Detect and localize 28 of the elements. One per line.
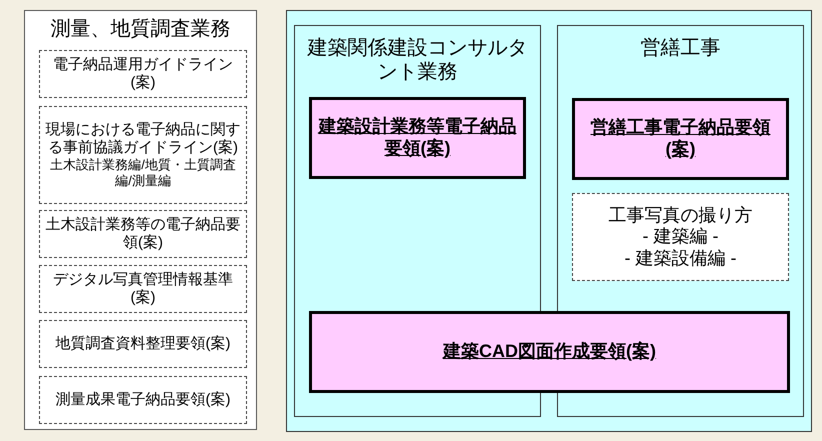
dashed-document-box [39, 50, 247, 98]
dashed-document-box [39, 106, 247, 204]
document-title: デジタル写真管理情報基準(案) [52, 271, 234, 307]
document-title: 建築CAD図面作成要領(案) [443, 341, 656, 363]
document-title: 工事写真の撮り方 [608, 204, 752, 226]
document-subtitle: - 建築編 - [642, 226, 718, 248]
document-title: 地質調査資料整理要領(案) [56, 335, 230, 353]
document-box [309, 97, 526, 179]
group-panel [286, 10, 812, 432]
document-subtitle: 土木設計業務編/地質・土質調査編/測量編 [49, 157, 237, 189]
group-heading: 測量、地質調査業務 [50, 17, 230, 41]
document-title: 測量成果電子納品要領(案) [56, 391, 230, 409]
dashed-document-box [39, 320, 247, 368]
document-title: 土木設計業務等の電子納品要領(案) [45, 216, 241, 252]
dashed-document-box [39, 265, 247, 313]
document-title: 電子納品運用ガイドライン(案) [52, 56, 234, 92]
document-box [309, 311, 790, 393]
group-panel [24, 10, 257, 430]
group-heading: 建築関係建設コンサルタント業務 [306, 36, 528, 84]
dashed-document-box [39, 376, 247, 424]
document-title: 営繕工事電子納品要領(案) [590, 117, 772, 161]
document-title: 現場における電子納品に関する事前協議ガイドライン(案) [45, 121, 241, 158]
document-subtitle: - 建築設備編 - [624, 248, 736, 270]
group-heading: 営繕工事 [640, 36, 720, 60]
document-box [572, 98, 789, 180]
dashed-document-box [572, 193, 789, 281]
document-title: 建築設計業務等電子納品要領(案) [316, 116, 518, 160]
dashed-document-box [39, 210, 247, 258]
